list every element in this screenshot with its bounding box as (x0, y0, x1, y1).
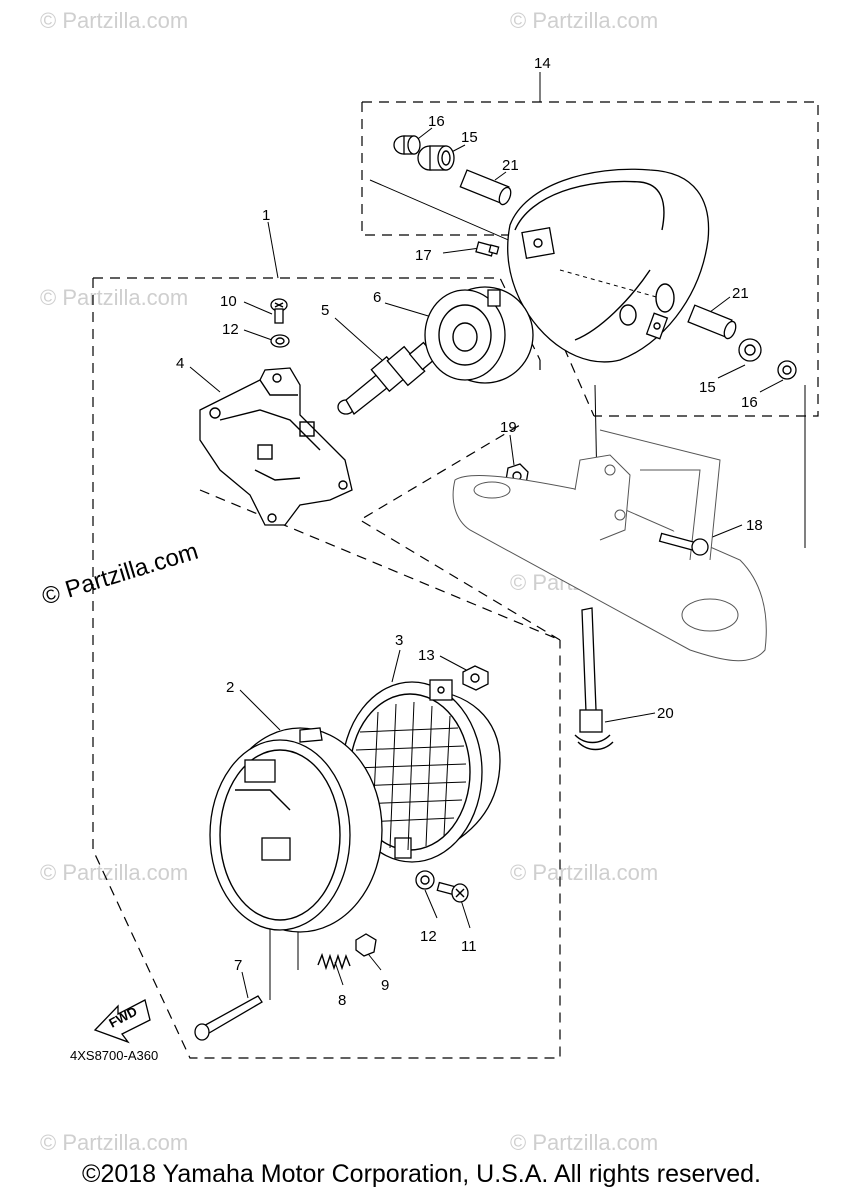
watermark: © Partzilla.com (40, 285, 188, 310)
nut-9 (355, 933, 377, 957)
watermark: © Partzilla.com (40, 8, 188, 33)
fork-bracket (452, 429, 767, 662)
callout-3: 3 (395, 632, 403, 649)
screw-10 (270, 298, 288, 324)
collar-16 (393, 135, 421, 155)
nut-13 (462, 665, 489, 691)
callout-12-lower: 12 (420, 928, 437, 945)
callout-1: 1 (262, 207, 270, 224)
watermark-main: © Partzilla.com (39, 538, 202, 611)
callout-20: 20 (657, 705, 674, 722)
watermark: © Partzilla.com (510, 860, 658, 885)
screw-11 (436, 881, 469, 903)
watermark: © Partzilla.com (510, 8, 658, 33)
callouts: 14 1 16 15 21 17 10 12 5 6 4 21 15 16 19… (176, 55, 763, 1009)
collar-21 (459, 169, 512, 206)
callout-13: 13 (418, 647, 435, 664)
headlight-shell (507, 168, 710, 363)
callout-21: 21 (502, 157, 519, 174)
headlight-stay (199, 367, 353, 526)
callout-15-right: 15 (699, 379, 716, 396)
fwd-arrow: FWD (93, 999, 151, 1044)
spring-8 (317, 952, 351, 971)
callout-15: 15 (461, 129, 478, 146)
callout-10: 10 (220, 293, 237, 310)
callout-19: 19 (500, 419, 517, 436)
copyright-notice: ©2018 Yamaha Motor Corporation, U.S.A. A… (82, 1160, 761, 1188)
callout-11: 11 (461, 938, 477, 955)
socket-cover (424, 286, 534, 384)
callout-9: 9 (381, 977, 389, 994)
washer-12 (270, 334, 290, 348)
washer-12-lower (415, 870, 435, 890)
screw-7 (194, 995, 263, 1041)
collar-21-right (687, 304, 737, 340)
callout-18: 18 (746, 517, 763, 534)
callout-7: 7 (234, 957, 242, 974)
headlight-rim (209, 727, 383, 933)
bolt-17 (475, 241, 500, 257)
damper-15-right (738, 338, 762, 362)
callout-5: 5 (321, 302, 329, 319)
callout-14: 14 (534, 55, 551, 72)
watermark: © Partzilla.com (40, 860, 188, 885)
watermark: © Partzilla.com (40, 1130, 188, 1155)
cable-band (574, 607, 614, 751)
callout-17: 17 (415, 247, 432, 264)
bolt-18 (658, 532, 709, 556)
callout-2: 2 (226, 679, 234, 696)
headlight-bulb (337, 341, 438, 415)
watermark: © Partzilla.com (510, 1130, 658, 1155)
callout-12: 12 (222, 321, 239, 338)
diagram-code: 4XS8700-A360 (70, 1048, 158, 1063)
collar-16-right (777, 360, 797, 380)
callout-21-right: 21 (732, 285, 749, 302)
callout-4: 4 (176, 355, 184, 372)
callout-16-right: 16 (741, 394, 758, 411)
damper-15 (417, 145, 455, 171)
callout-8: 8 (338, 992, 346, 1009)
callout-16: 16 (428, 113, 445, 130)
callout-6: 6 (373, 289, 381, 306)
